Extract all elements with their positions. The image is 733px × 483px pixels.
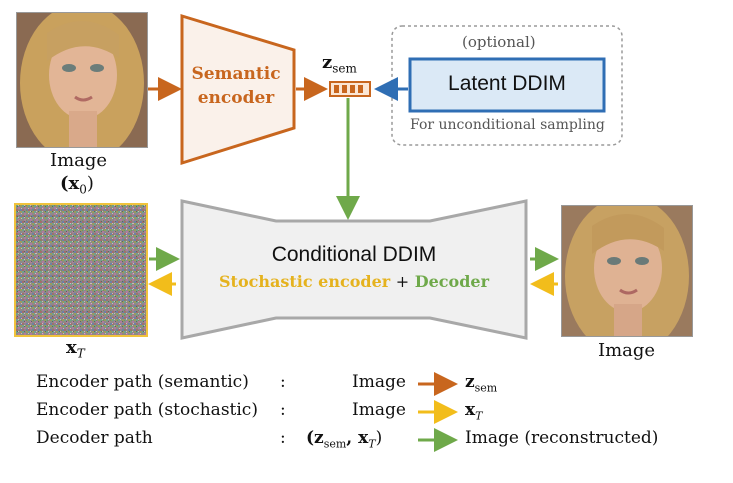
x0-symbol: (x0) — [60, 173, 94, 197]
semantic-encoder-shape — [180, 13, 296, 166]
semantic-encoder-line1: Semantic — [191, 64, 281, 84]
optional-dashed-box — [391, 25, 623, 146]
legend-dec-mid: , x — [346, 428, 369, 448]
output-face-illustration — [562, 206, 692, 336]
conditional-ddim-title: Conditional DDIM — [271, 243, 437, 266]
stochastic-encoder-text: Stochastic encoder — [219, 272, 391, 291]
legend-row-decoder-from: (zsem, xT) — [306, 428, 382, 450]
legend-row-decoder-path: Decoder path — [36, 428, 153, 448]
plus-text: + — [395, 272, 410, 291]
x0-close: ) — [86, 173, 94, 194]
legend-xT-symbol: x — [465, 400, 476, 420]
input-face-image — [16, 12, 148, 148]
x0-sub: 0 — [79, 182, 87, 197]
conditional-ddim-body — [180, 199, 528, 340]
zsem-vector — [329, 81, 371, 97]
legend-zsem-symbol: z — [465, 372, 475, 392]
x0-open: (x — [60, 173, 80, 194]
zsem-sub: sem — [332, 61, 357, 76]
legend-row-decoder-to: Image (reconstructed) — [465, 428, 659, 448]
legend-row-semantic-to: zsem — [465, 372, 497, 394]
conditional-ddim-subtitle: Stochastic encoder + Decoder — [182, 272, 526, 291]
xT-sub: T — [76, 346, 85, 361]
legend-row-semantic-from: Image — [352, 372, 406, 392]
legend-row-semantic-colon: : — [280, 372, 286, 392]
semantic-encoder-line2: encoder — [197, 88, 275, 108]
input-image-label: Image — [50, 150, 108, 171]
legend-zsem-sub: sem — [474, 381, 498, 395]
legend-dec-open: (z — [306, 428, 324, 448]
legend-dec-close: ) — [375, 428, 383, 448]
xT-label: xT — [66, 337, 85, 361]
latent-ddim-box[interactable] — [408, 57, 606, 113]
output-face-image — [561, 205, 693, 337]
legend-xT-sub: T — [475, 409, 483, 423]
legend-row-stochastic-path: Encoder path (stochastic) — [36, 400, 258, 420]
decoder-text: Decoder — [414, 272, 489, 291]
legend-dec-sub1: sem — [323, 437, 347, 451]
optional-tag: (optional) — [462, 33, 536, 51]
face-illustration — [17, 13, 147, 147]
latent-ddim-title: Latent DDIM — [448, 72, 566, 95]
legend-row-stochastic-to: xT — [465, 400, 482, 422]
legend-row-stochastic-colon: : — [280, 400, 286, 420]
zsem-label: zsem — [322, 52, 357, 76]
noise-pattern — [16, 205, 146, 335]
zsem-symbol: z — [322, 52, 333, 73]
noise-image-xT — [14, 203, 148, 337]
latent-ddim-caption: For unconditional sampling — [410, 117, 605, 133]
legend-dec-sub2: T — [368, 437, 376, 451]
output-image-label: Image — [598, 340, 656, 361]
xT-symbol: x — [66, 337, 77, 358]
legend-row-stochastic-from: Image — [352, 400, 406, 420]
legend-row-semantic-path: Encoder path (semantic) — [36, 372, 249, 392]
legend-row-decoder-colon: : — [280, 428, 286, 448]
semantic-encoder-label: Semantic encoder — [186, 62, 286, 110]
